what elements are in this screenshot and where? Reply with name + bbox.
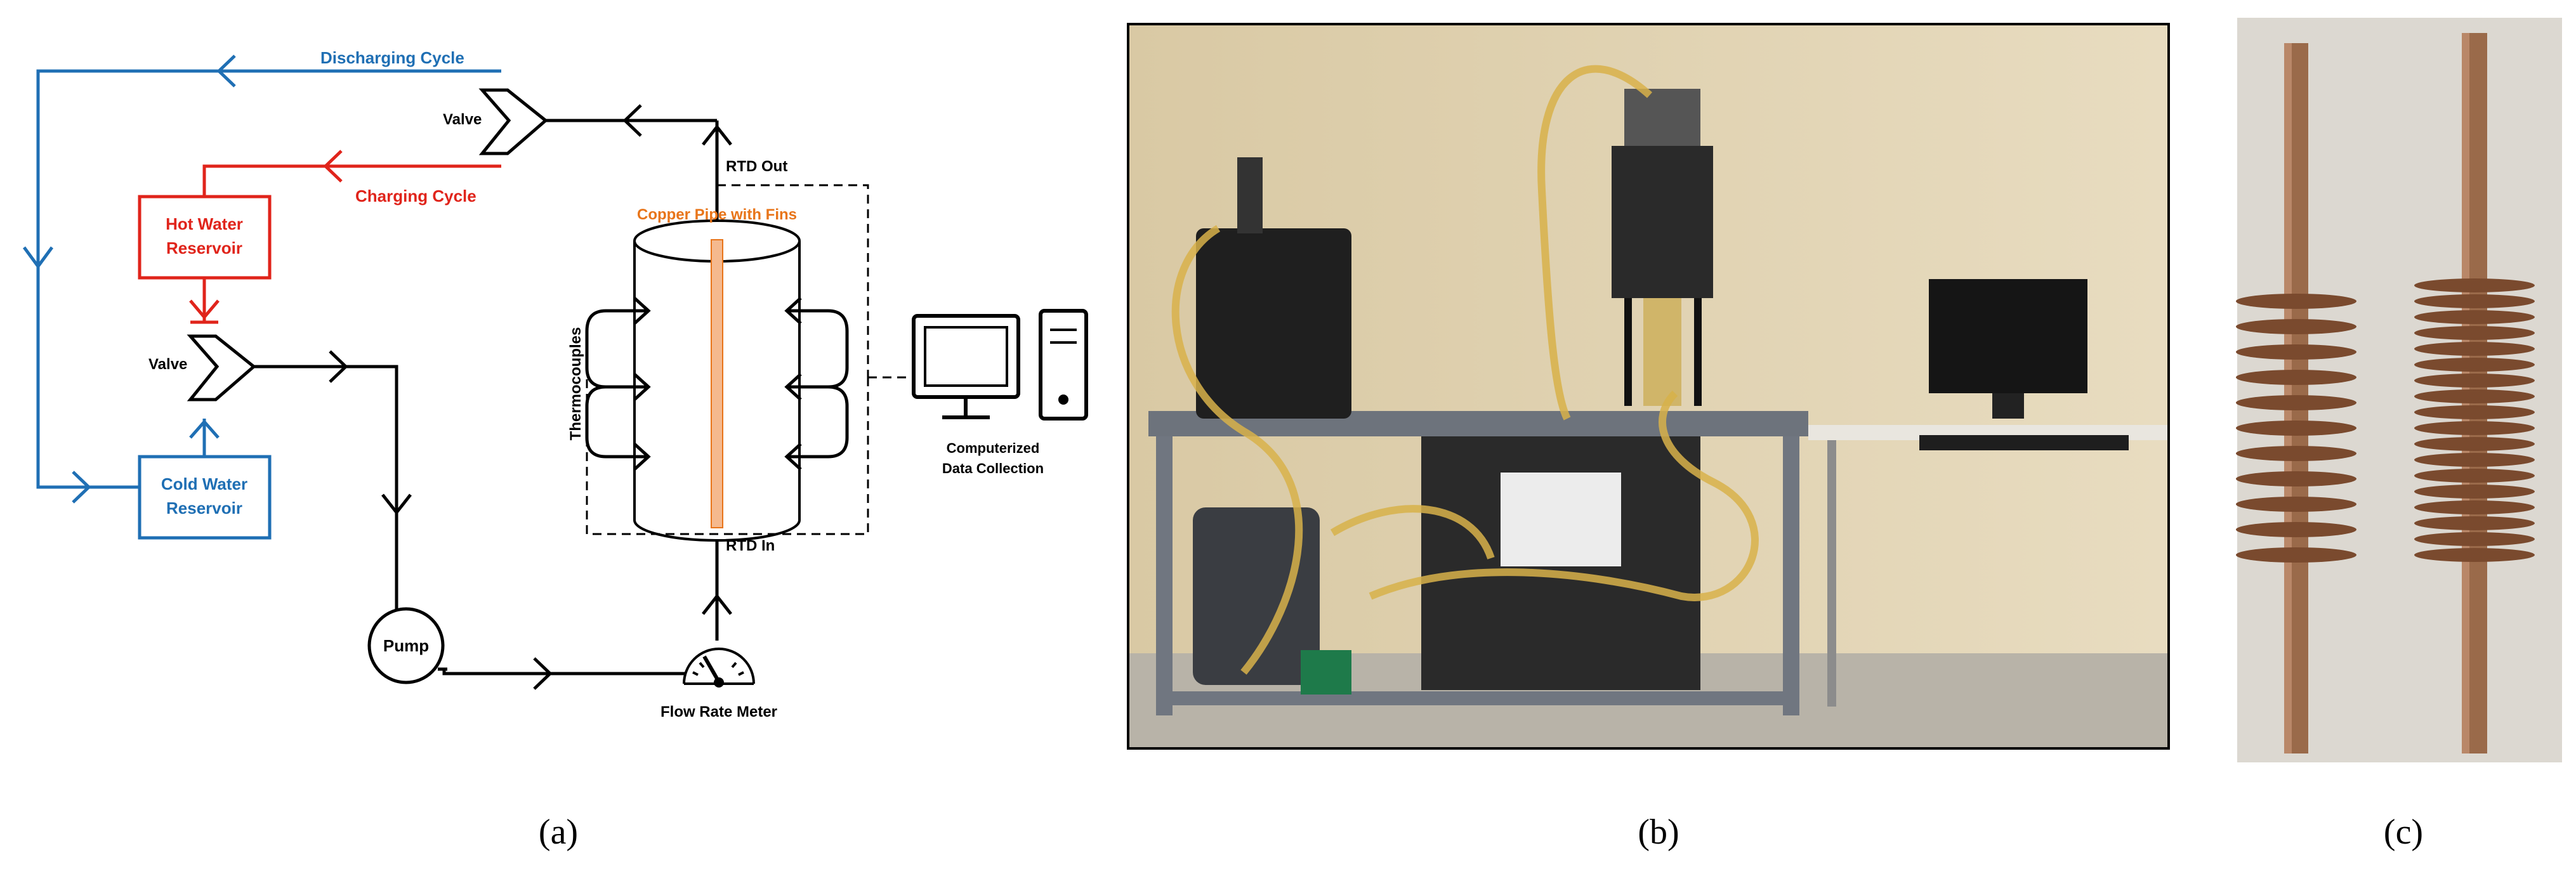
- table: [1148, 411, 1808, 715]
- cold-water-reservoir: Cold Water Reservoir: [138, 455, 272, 540]
- arrow-right-icon: [633, 373, 651, 401]
- charging-loop: [189, 150, 501, 324]
- cold-reservoir-line1: Cold Water: [161, 474, 247, 493]
- valve-icon: [478, 88, 548, 155]
- flow-meter-icon: [683, 648, 755, 688]
- arrow-down-icon: [189, 299, 220, 320]
- thermocouples-left: [585, 297, 651, 471]
- valve-mid-label: Valve: [148, 356, 187, 373]
- arrow-right-icon: [633, 443, 651, 471]
- valve-icon: [187, 334, 256, 401]
- panel-a-schematic: Hot Water Reservoir Cold Water Reservoir…: [22, 48, 1088, 721]
- arrow-down-icon: [22, 246, 54, 270]
- caption-b: (b): [1638, 812, 1679, 852]
- thermocouples-label: Thermocouples: [567, 327, 584, 441]
- cold-reservoir-line2: Reservoir: [166, 499, 242, 518]
- arrow-left-icon: [622, 104, 642, 137]
- thermocouples-right: [784, 297, 849, 471]
- thermocouple-wires: [586, 184, 914, 535]
- finned-pipe-dense: [2414, 33, 2535, 753]
- charging-cycle-label: Charging Cycle: [355, 186, 476, 205]
- arrow-down-icon: [381, 493, 412, 516]
- desk: [1808, 279, 2167, 707]
- arrow-right-icon: [329, 350, 348, 383]
- caption-a: (a): [539, 812, 578, 852]
- rtd-in-label: RTD In: [726, 537, 775, 554]
- finned-pipe-sparse: [2236, 43, 2356, 753]
- computer-icon: [912, 309, 1088, 421]
- valve-top-label: Valve: [443, 111, 482, 128]
- computer-label-line1: Computerized: [947, 440, 1040, 456]
- arrow-left-icon: [784, 373, 802, 401]
- arrow-left-icon: [323, 150, 343, 183]
- tubing: [1171, 65, 1759, 675]
- hot-reservoir-line2: Reservoir: [166, 238, 242, 258]
- flow-meter-label: Flow Rate Meter: [660, 703, 777, 721]
- valve-top: Valve: [443, 88, 548, 155]
- pump-label: Pump: [383, 636, 429, 655]
- panel-c-photo: [2236, 18, 2562, 762]
- hot-reservoir-line1: Hot Water: [166, 214, 243, 233]
- arrow-up-icon: [189, 419, 220, 439]
- arrow-right-icon: [633, 297, 651, 325]
- arrow-up-icon: [702, 593, 732, 615]
- arrow-right-icon: [533, 657, 553, 690]
- arrow-right-icon: [72, 471, 91, 504]
- arrow-left-icon: [784, 297, 802, 325]
- discharging-cycle-label: Discharging Cycle: [320, 48, 464, 67]
- arrow-left-icon: [216, 55, 236, 88]
- arrow-up-icon: [702, 124, 732, 146]
- hot-water-reservoir: Hot Water Reservoir: [138, 195, 272, 280]
- discharging-loop: [22, 55, 501, 504]
- valve-mid: Valve: [148, 334, 256, 401]
- copper-pipe: [711, 239, 723, 528]
- water-bath: [1193, 157, 1351, 695]
- copper-pipe-label: Copper Pipe with Fins: [637, 206, 797, 223]
- storage-unit: [1612, 89, 1713, 406]
- caption-c: (c): [2384, 812, 2423, 852]
- test-section: Copper Pipe with Fins RTD Out RTD In: [633, 158, 801, 554]
- pump-icon: Pump: [367, 607, 447, 684]
- rtd-out-label: RTD Out: [726, 158, 787, 175]
- panel-b-photo: [1127, 23, 2170, 750]
- arrow-left-icon: [784, 443, 802, 471]
- computer-label-line2: Data Collection: [942, 460, 1044, 476]
